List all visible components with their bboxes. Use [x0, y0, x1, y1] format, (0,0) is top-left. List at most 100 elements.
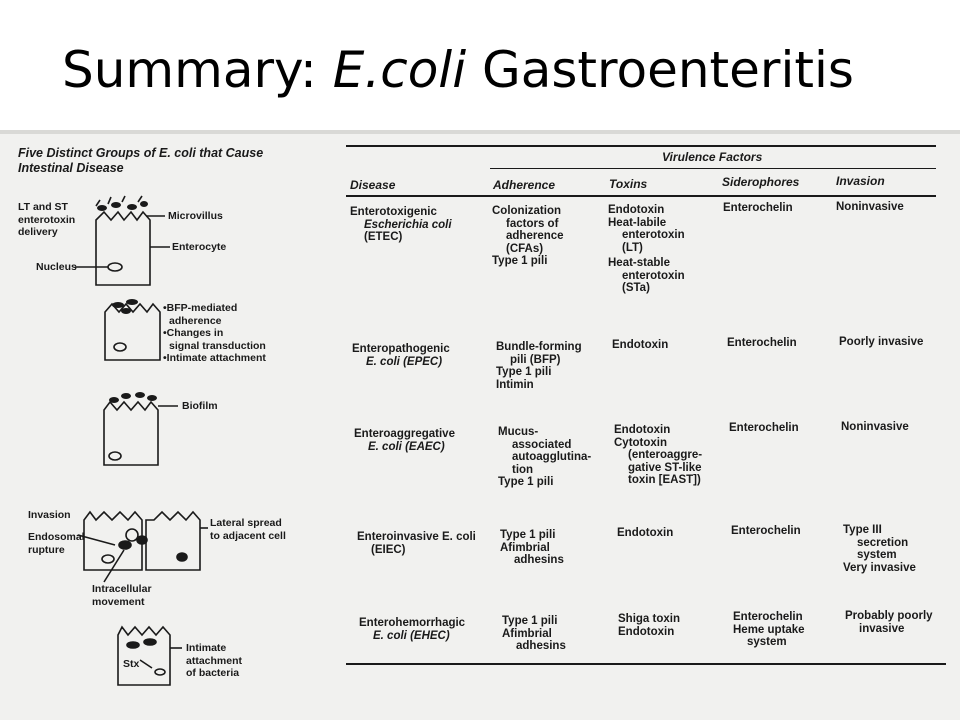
row-epec-disease: Enteropathogenic E. coli (EPEC): [352, 343, 450, 368]
cell-text: adherence: [506, 230, 564, 242]
label-bfp-line-4: signal transduction: [169, 339, 266, 352]
cell-text: gative ST-like: [628, 461, 702, 474]
row-eiec-disease: Enteroinvasive E. coli (EIEC): [357, 531, 476, 556]
label-lt-st-line-2: enterotoxin: [18, 213, 76, 226]
row-ehec-invasion: Probably poorly invasive: [845, 610, 933, 635]
cell-text: E. coli (EPEC): [366, 355, 443, 368]
cell-text: secretion: [857, 536, 909, 549]
figure-title-line-2: Intestinal Disease: [18, 161, 124, 175]
cell-text: Endotoxin: [608, 204, 665, 216]
cell-text: Enteroinvasive E. coli: [357, 531, 476, 544]
label-bfp: •BFP-mediated adherence •Changes in sign…: [163, 302, 266, 365]
label-lateral-spread: Lateral spread to adjacent cell: [210, 517, 286, 542]
label-intracellular-line-1: Intracellular: [92, 583, 152, 595]
cell-text: Mucus-: [498, 426, 539, 438]
label-intimate: Intimate attachment of bacteria: [186, 642, 242, 680]
diagram-cell-1: [75, 195, 170, 286]
cell-text: adhesins: [516, 640, 566, 652]
label-lateral-line-1: Lateral spread: [210, 517, 282, 529]
title-suffix: Gastroenteritis: [466, 41, 854, 99]
cell-text: enterotoxin: [622, 229, 685, 241]
cell-text: Type 1 pili: [502, 615, 558, 627]
row-eiec-siderophores: Enterochelin: [731, 525, 801, 538]
label-endosomal-line-1: Endosomal: [28, 531, 85, 543]
cell-text: system: [857, 549, 897, 561]
cell-text: Afimbrial: [500, 541, 550, 554]
cell-text: Endotoxin: [618, 625, 675, 638]
cell-text: Intimin: [496, 378, 534, 391]
scanned-page: [0, 130, 960, 720]
row-eaec-adherence: Mucus- associated autoagglutina- tion Ty…: [498, 426, 591, 489]
cell-text: (EIEC): [371, 543, 406, 556]
label-nucleus: Nucleus: [36, 261, 77, 273]
row-eiec-adherence: Type 1 pili Afimbrial adhesins: [500, 529, 564, 567]
row-eaec-toxins: Endotoxin Cytotoxin (enteroaggre- gative…: [614, 424, 702, 487]
cell-text: Afimbrial: [502, 627, 552, 640]
cell-text: Enteroaggregative: [354, 428, 455, 440]
row-ehec-toxins: Shiga toxin Endotoxin: [618, 613, 680, 638]
cell-text: autoagglutina-: [512, 451, 592, 463]
diagram-cell-5: [117, 625, 182, 686]
cell-text: tion: [512, 463, 534, 476]
cell-text: Colonization: [492, 205, 561, 217]
figure-title-line-1: Five Distinct Groups of E. coli that Cau…: [18, 146, 264, 160]
slide-title: Summary: E.coli Gastroenteritis: [62, 30, 942, 110]
cell-text: system: [747, 636, 787, 648]
diagram-cell-2: [104, 299, 161, 361]
cell-text: (ETEC): [364, 231, 403, 243]
label-microvillus: Microvillus: [168, 210, 223, 222]
cell-text: Enterochelin: [729, 422, 799, 434]
label-lateral-line-2: to adjacent cell: [210, 529, 286, 542]
label-enterocyte: Enterocyte: [172, 241, 227, 253]
cell-text: Enteropathogenic: [352, 343, 450, 355]
row-etec-siderophores: Enterochelin: [723, 202, 793, 215]
row-etec-invasion: Noninvasive: [836, 201, 904, 214]
cell-text: Cytotoxin: [614, 436, 668, 449]
cell-text: factors of: [506, 217, 559, 230]
cell-text: Type 1 pili: [500, 529, 556, 541]
cell-text: Noninvasive: [841, 421, 909, 433]
row-eiec-invasion: Type III secretion system Very invasive: [843, 524, 916, 574]
diagram-cell-4: [77, 510, 208, 583]
row-eiec-toxins: Endotoxin: [617, 527, 673, 540]
cell-text: Probably poorly: [845, 610, 933, 622]
cell-text: E. coli (EHEC): [373, 629, 450, 642]
row-epec-toxins: Endotoxin: [612, 339, 668, 352]
header-bottom-rule: [346, 195, 936, 197]
row-epec-siderophores: Enterochelin: [727, 337, 797, 350]
cell-text: invasive: [859, 622, 905, 635]
cell-text: Heme uptake: [733, 623, 805, 636]
row-etec-adherence: Colonization factors of adherence (CFAs)…: [492, 205, 564, 268]
row-epec-adherence: Bundle-forming pili (BFP) Type 1 pili In…: [496, 341, 582, 391]
cell-diagram: [75, 195, 208, 686]
cell-text: associated: [512, 438, 572, 451]
label-bfp-line-3: •Changes in: [163, 327, 224, 339]
row-epec-invasion: Poorly invasive: [839, 336, 923, 349]
label-intracellular: Intracellular movement: [92, 583, 152, 608]
row-ehec-adherence: Type 1 pili Afimbrial adhesins: [502, 615, 566, 653]
header-siderophores: Siderophores: [722, 175, 800, 189]
virulence-factors-header: Virulence Factors: [662, 150, 763, 164]
table-top-rule: [346, 145, 936, 147]
row-eaec-siderophores: Enterochelin: [729, 422, 799, 435]
cell-text: Enterochelin: [731, 525, 801, 537]
row-ehec-disease: Enterohemorrhagic E. coli (EHEC): [359, 617, 465, 642]
cell-text: Bundle-forming: [496, 341, 582, 353]
label-intimate-line-2: attachment: [186, 654, 243, 667]
label-bfp-line-1: •BFP-mediated: [163, 302, 238, 314]
row-etec-disease: Enterotoxigenic Escherichia coli (ETEC): [350, 206, 452, 244]
cell-text: Enterochelin: [727, 337, 797, 349]
header-invasion: Invasion: [836, 174, 885, 188]
cell-text: Enteroinvasive E. coli: [357, 531, 476, 543]
label-lt-st: LT and ST enterotoxin delivery: [18, 201, 75, 239]
cell-text: (STa): [622, 282, 650, 294]
cell-text: adhesins: [514, 554, 564, 566]
scan-edge: [0, 130, 960, 134]
cell-text: Poorly invasive: [839, 336, 924, 348]
cell-text: enterotoxin: [622, 269, 685, 282]
label-lt-st-line-1: LT and ST: [18, 201, 68, 213]
cell-text: Shiga toxin: [618, 613, 680, 625]
cell-text: Endotoxin: [612, 339, 669, 351]
cell-text: E. coli (EAEC): [368, 440, 445, 453]
cell-text: Endotoxin: [614, 424, 671, 436]
